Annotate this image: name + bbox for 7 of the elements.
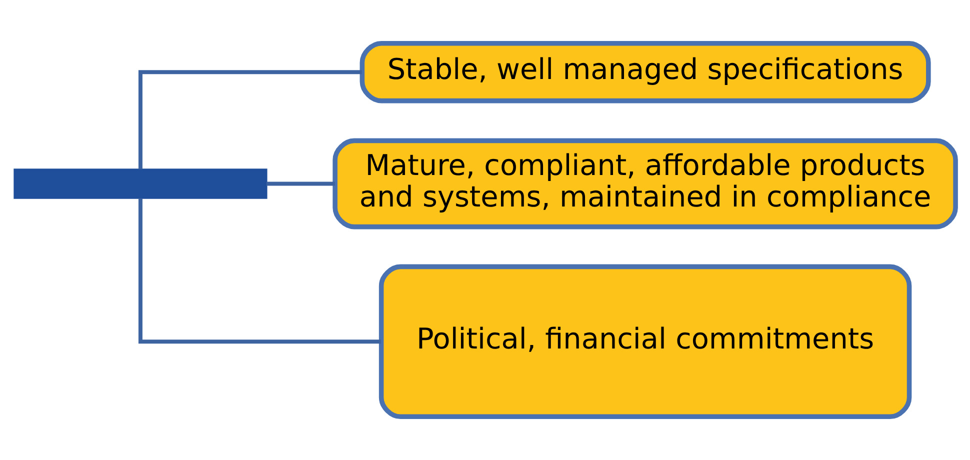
node-box: Mature, compliant, affordable products and systems, maintained in compliance <box>332 138 958 230</box>
node-box: Stable, well managed specifications <box>360 40 931 104</box>
connector <box>138 70 362 170</box>
node-box: Political, financial commitments <box>378 264 912 420</box>
connector <box>138 198 382 344</box>
connector <box>266 182 335 186</box>
node-bar <box>14 168 268 199</box>
